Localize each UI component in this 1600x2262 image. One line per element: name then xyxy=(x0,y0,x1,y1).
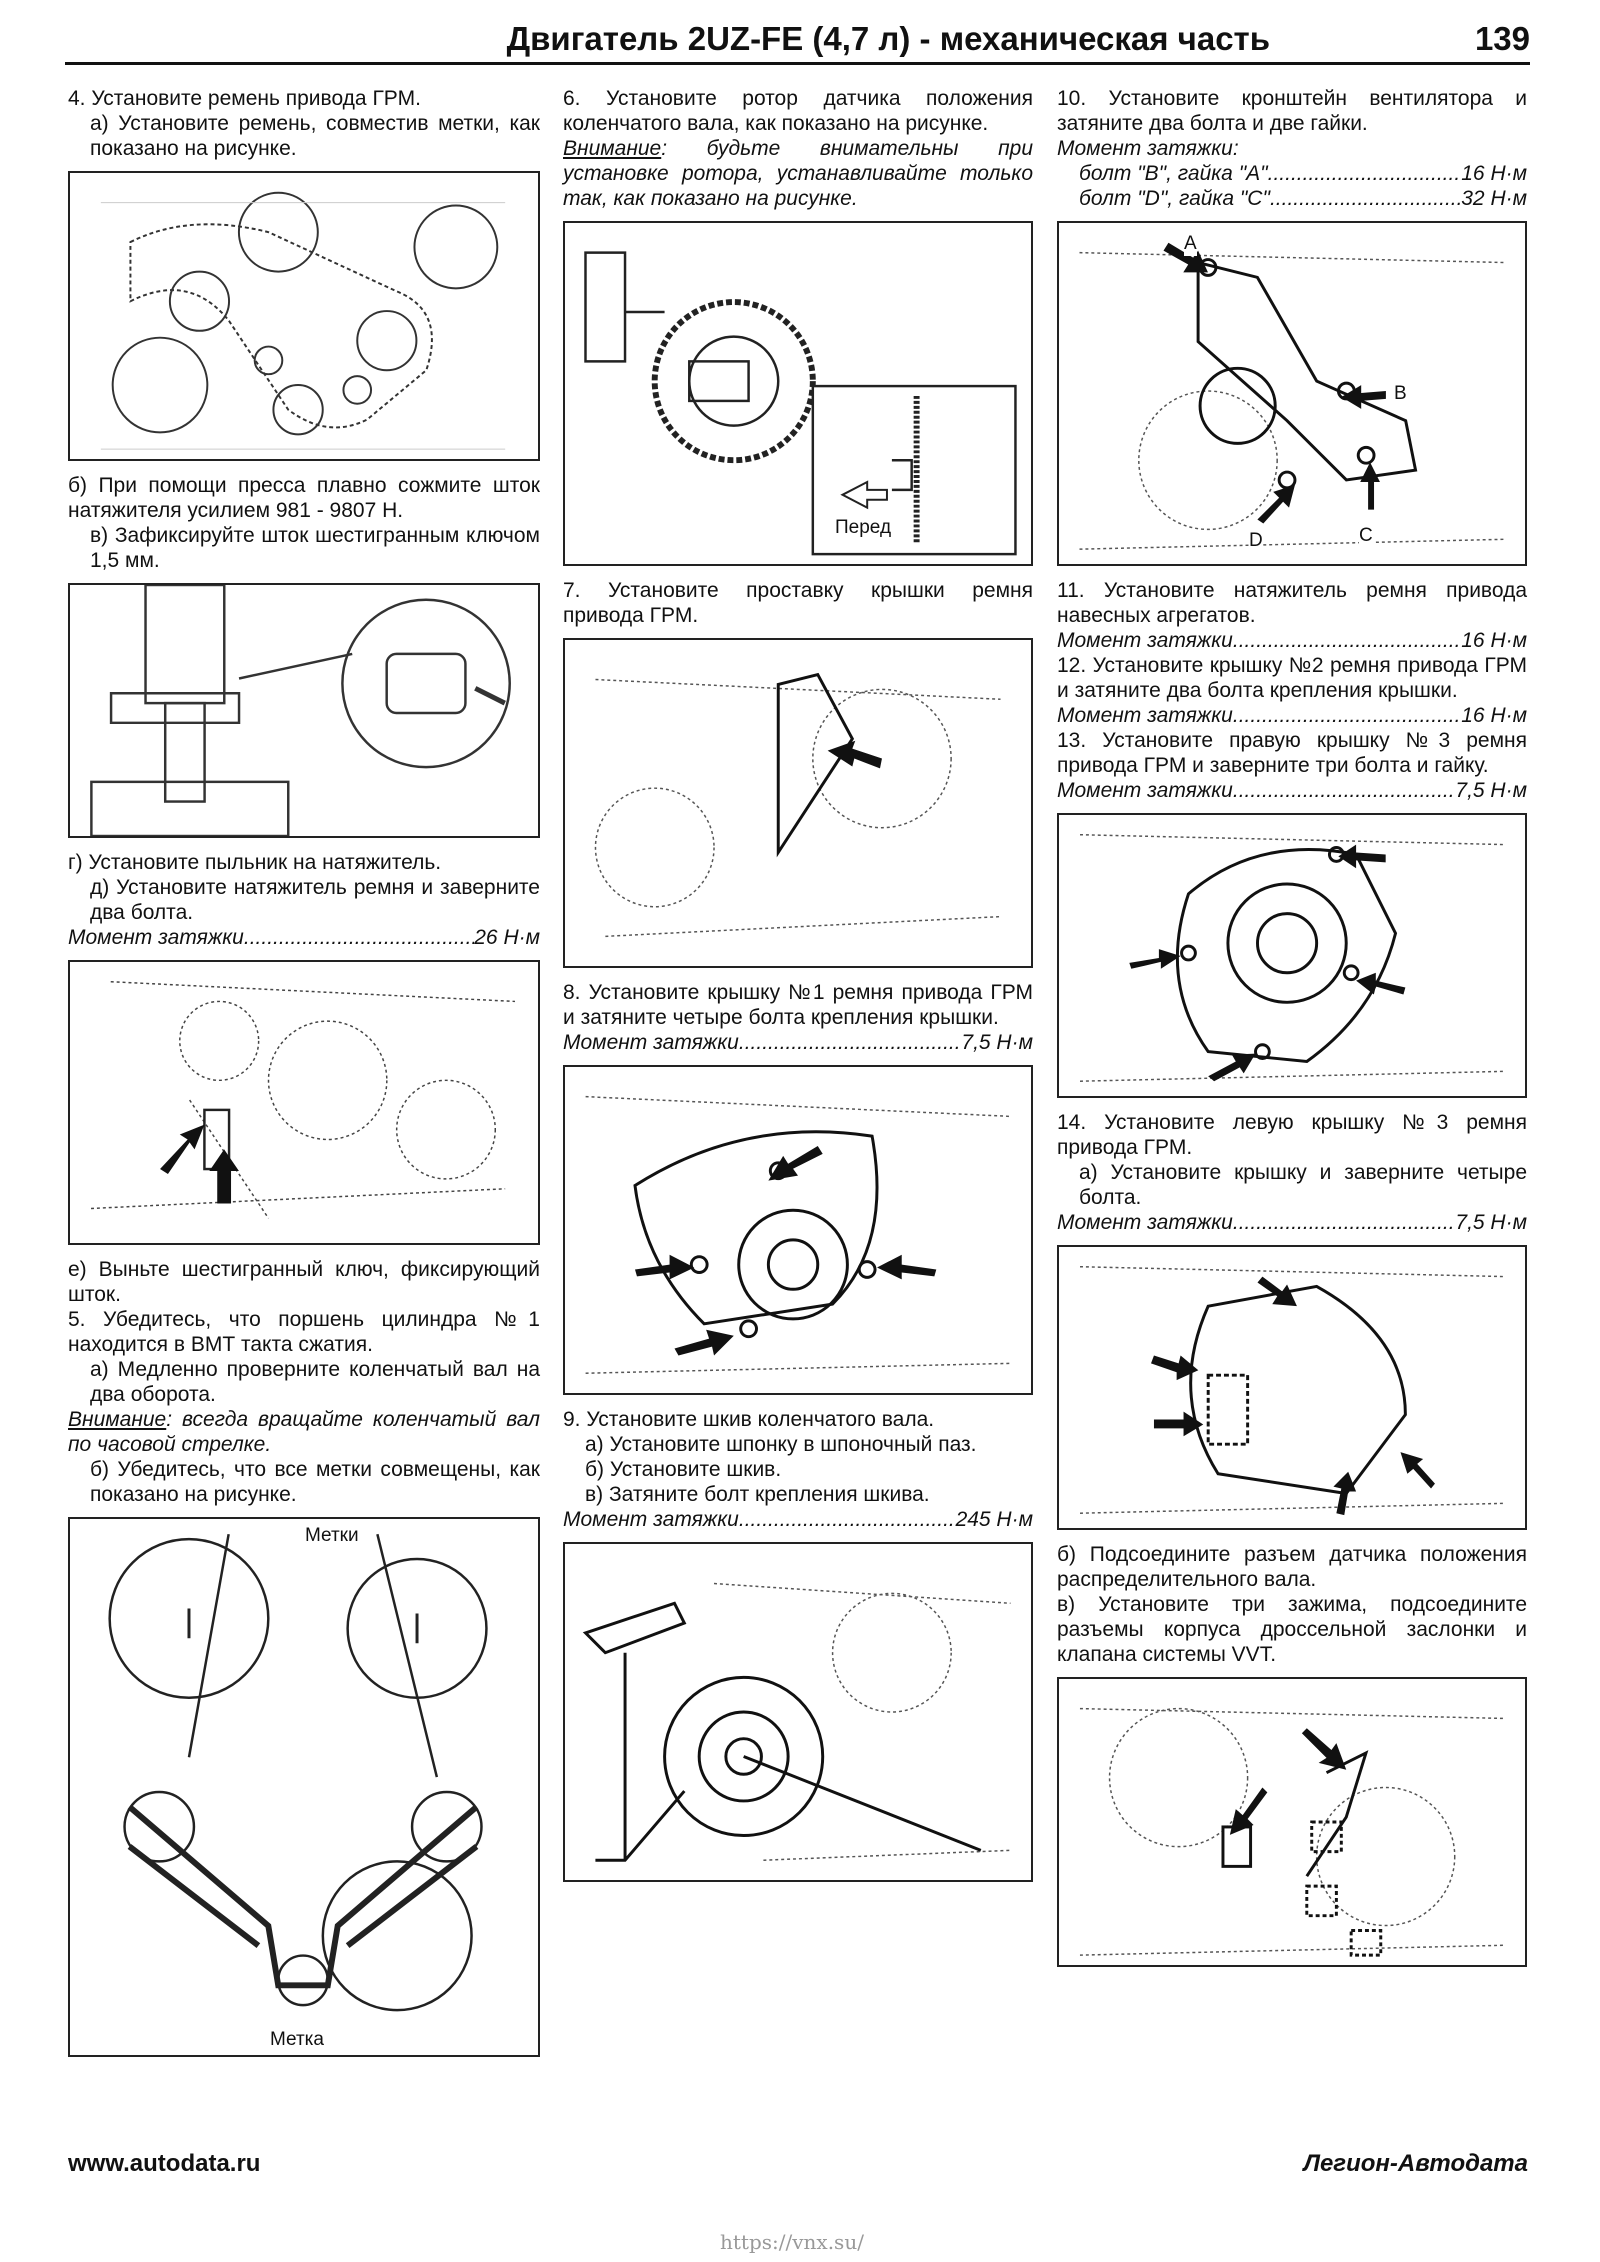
page-header: Двигатель 2UZ-FE (4,7 л) - механическая … xyxy=(65,18,1530,65)
right-cover-illustration xyxy=(1080,833,1504,1082)
step-4a: а) Установите ремень, совместив метки, к… xyxy=(90,112,540,160)
spacer-illustration xyxy=(594,672,1001,938)
connectors-illustration xyxy=(1079,1707,1505,1957)
marks-illustration xyxy=(108,1533,488,2012)
column-3: 10. Установите кронштейн вентилятора и з… xyxy=(1057,86,1527,1979)
left-cover-illustration xyxy=(1080,1265,1504,1516)
figure-press-tensioner xyxy=(68,583,540,838)
fig-label-a: A xyxy=(1184,231,1197,256)
torque-spec: болт "B", гайка "A"16 Н·м xyxy=(1057,161,1527,186)
figure-tensioner-install xyxy=(68,960,540,1245)
fig-label-d: D xyxy=(1249,528,1263,553)
step-14v: в) Установите три зажима, подсоедините р… xyxy=(1057,1593,1527,1666)
column-2: 6. Установите ротор датчика положения ко… xyxy=(563,86,1033,1894)
step-9a: а) Установите шпонку в шпоночный паз. xyxy=(585,1433,977,1456)
footer-publisher: Легион-Автодата xyxy=(1303,2150,1528,2177)
step-10: 10. Установите кронштейн вентилятора и з… xyxy=(1057,87,1527,135)
page-number: 139 xyxy=(1474,20,1530,57)
step-4g: г) Установите пыльник на натяжитель. xyxy=(68,851,442,874)
step-12: 12. Установите крышку №2 ремня привода Г… xyxy=(1057,654,1527,702)
figure-connectors xyxy=(1057,1677,1527,1967)
mark-label: Метка xyxy=(270,2027,324,2052)
page-title: Двигатель 2UZ-FE (4,7 л) - механическая … xyxy=(506,20,1270,57)
column-1: 4. Установите ремень привода ГРМ. а) Уст… xyxy=(68,86,540,2069)
step-5: 5. Убедитесь, что поршень цилиндра №1 на… xyxy=(68,1308,540,1356)
warning-text: : будьте внимательны при установке ротор… xyxy=(563,137,1033,210)
cover-illustration xyxy=(585,1095,1011,1374)
press-illustration xyxy=(90,585,511,836)
step-4d: д) Установите натяжитель ремня и заверни… xyxy=(90,876,540,924)
torque-spec: Момент затяжки7,5 Н·м xyxy=(1057,1210,1527,1235)
step-9: 9. Установите шкив коленчатого вала. xyxy=(563,1408,935,1431)
timing-belt-illustration xyxy=(100,191,506,450)
marks-label: Метки xyxy=(305,1523,359,1548)
step-5b: б) Убедитесь, что все метки совмещены, к… xyxy=(90,1458,540,1506)
fig-label-b: B xyxy=(1394,381,1407,406)
pulley-illustration xyxy=(582,1582,1011,1862)
figure-crank-sensor-rotor: Перед xyxy=(563,221,1033,566)
step-13: 13. Установите правую крышку №3 ремня пр… xyxy=(1057,729,1527,777)
torque-heading: Момент затяжки: xyxy=(1057,137,1239,160)
step-14: 14. Установите левую крышку №3 ремня при… xyxy=(1057,1111,1527,1159)
footer-website: www.autodata.ru xyxy=(68,2150,261,2177)
fig-label-c: C xyxy=(1359,523,1373,548)
figure-cover-spacer xyxy=(563,638,1033,968)
figure-cover-1 xyxy=(563,1065,1033,1395)
step-4b: б) При помощи пресса плавно сожмите шток… xyxy=(68,474,540,522)
torque-spec: болт "D", гайка "C"32 Н·м xyxy=(1057,186,1527,211)
step-9v: в) Затяните болт крепления шкива. xyxy=(585,1483,930,1506)
figure-fan-bracket: A B C D xyxy=(1057,221,1527,566)
warning-label: Внимание xyxy=(563,137,662,160)
engine-front-illustration xyxy=(90,980,516,1219)
warning-label: Внимание xyxy=(68,1408,167,1431)
step-4v: в) Зафиксируйте шток шестигранным ключом… xyxy=(90,524,540,572)
step-6: 6. Установите ротор датчика положения ко… xyxy=(563,87,1033,135)
rotor-illustration xyxy=(584,251,1017,556)
fan-bracket-illustration xyxy=(1079,242,1505,550)
figure-right-cover-3 xyxy=(1057,813,1527,1098)
figure-left-cover-3 xyxy=(1057,1245,1527,1530)
torque-spec: Момент затяжки7,5 Н·м xyxy=(1057,778,1527,803)
torque-spec: Момент затяжки16 Н·м xyxy=(1057,628,1527,653)
step-4e: е) Выньте шестигранный ключ, фиксирующий… xyxy=(68,1258,540,1306)
torque-spec: Момент затяжки26 Н·м xyxy=(68,925,540,950)
step-14b: б) Подсоедините разъем датчика положения… xyxy=(1057,1543,1527,1591)
step-11: 11. Установите натяжитель ремня привода … xyxy=(1057,579,1527,627)
step-8: 8. Установите крышку №1 ремня привода ГР… xyxy=(563,981,1033,1029)
warning-text: : всегда вращайте коленчатый вал по часо… xyxy=(68,1408,540,1456)
step-14a: а) Установите крышку и заверните четыре … xyxy=(1079,1161,1527,1209)
watermark: https://vnx.su/ xyxy=(720,2230,864,2254)
figure-alignment-marks: Метки Метка xyxy=(68,1517,540,2057)
torque-spec: Момент затяжки7,5 Н·м xyxy=(563,1030,1033,1055)
step-9b: б) Установите шкив. xyxy=(585,1458,782,1481)
figure-crank-pulley xyxy=(563,1542,1033,1882)
torque-spec: Момент затяжки245 Н·м xyxy=(563,1507,1033,1532)
figure-timing-belt-marks xyxy=(68,171,540,461)
step-4: 4. Установите ремень привода ГРМ. xyxy=(68,87,421,110)
step-5a: а) Медленно проверните коленчатый вал на… xyxy=(90,1358,540,1406)
front-label: Перед xyxy=(835,515,892,540)
step-7: 7. Установите проставку крышки ремня при… xyxy=(563,579,1033,627)
torque-spec: Момент затяжки16 Н·м xyxy=(1057,703,1527,728)
